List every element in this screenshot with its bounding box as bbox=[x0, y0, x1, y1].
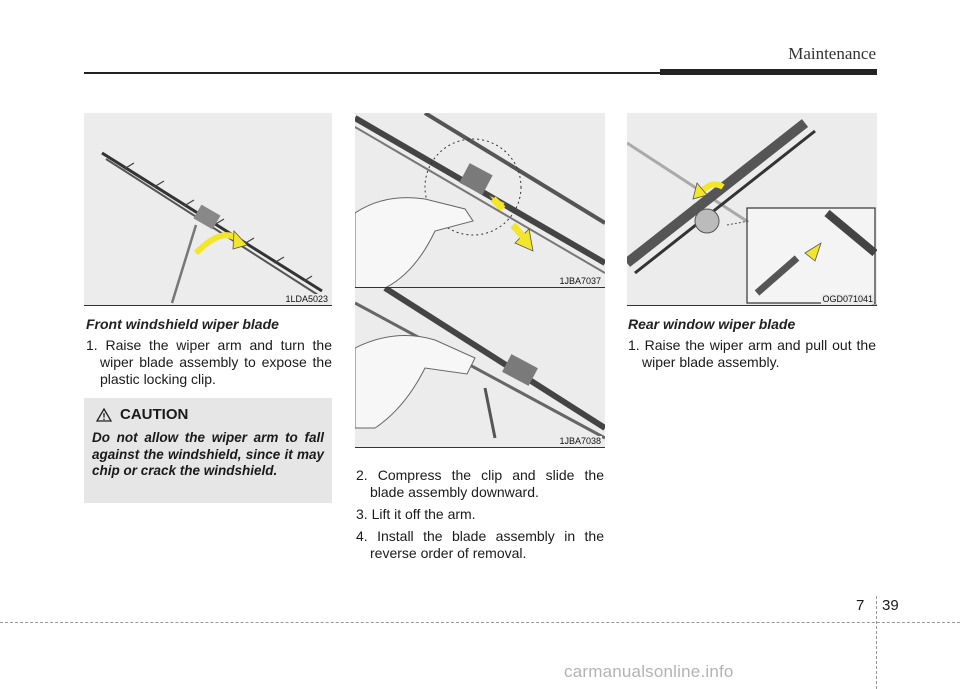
figure-rule bbox=[84, 305, 332, 306]
figure-rule bbox=[355, 447, 605, 448]
step-item: 2. Compress the clip and slide the blade… bbox=[356, 467, 604, 500]
figure-rear-wiper: OGD071041 bbox=[627, 113, 877, 306]
caution-title: CAUTION bbox=[120, 406, 189, 423]
rear-wiper-heading: Rear window wiper blade bbox=[628, 316, 796, 332]
step-item: 1. Raise the wiper arm and turn the wipe… bbox=[86, 337, 332, 387]
figure-code: 1JBA7037 bbox=[558, 276, 602, 286]
figure-clip-compress: 1JBA7037 bbox=[355, 113, 605, 288]
blade-slide-illustration bbox=[355, 288, 605, 440]
caution-header: CAUTION bbox=[96, 406, 188, 423]
footer-divider bbox=[876, 596, 877, 689]
figure-rule bbox=[627, 305, 877, 306]
warning-triangle-icon bbox=[96, 407, 112, 422]
watermark: carmanualsonline.info bbox=[564, 662, 734, 681]
header-rule bbox=[84, 72, 660, 74]
front-wiper-steps: 1. Raise the wiper arm and turn the wipe… bbox=[86, 337, 332, 388]
middle-steps: 2. Compress the clip and slide the blade… bbox=[356, 467, 604, 562]
footer-rule bbox=[0, 622, 960, 623]
section-title: Maintenance bbox=[788, 44, 876, 63]
step-item: 3. Lift it off the arm. bbox=[356, 506, 476, 522]
figure-code: 1LDA5023 bbox=[284, 294, 329, 304]
caution-box: CAUTION Do not allow the wiper arm to fa… bbox=[84, 398, 332, 503]
rear-wiper-illustration bbox=[627, 119, 877, 306]
caution-text: Do not allow the wiper arm to fall again… bbox=[92, 430, 324, 478]
step-item: 1. Raise the wiper arm and pull out the … bbox=[628, 337, 876, 370]
page-number: 39 bbox=[882, 597, 899, 614]
figure-code: 1JBA7038 bbox=[558, 436, 602, 446]
front-wiper-heading: Front windshield wiper blade bbox=[86, 316, 279, 332]
figure-code: OGD071041 bbox=[821, 294, 874, 304]
rear-wiper-steps: 1. Raise the wiper arm and pull out the … bbox=[628, 337, 876, 371]
header-rule-accent bbox=[660, 69, 877, 75]
chapter-number: 7 bbox=[856, 597, 865, 614]
figure-rule bbox=[355, 287, 605, 288]
figure-blade-slide: 1JBA7038 bbox=[355, 288, 605, 448]
clip-compress-illustration bbox=[355, 113, 605, 288]
step-item: 4. Install the blade assembly in the rev… bbox=[356, 528, 604, 561]
figure-front-wiper-raised: 1LDA5023 bbox=[84, 113, 332, 306]
wiper-raised-illustration bbox=[101, 151, 323, 304]
